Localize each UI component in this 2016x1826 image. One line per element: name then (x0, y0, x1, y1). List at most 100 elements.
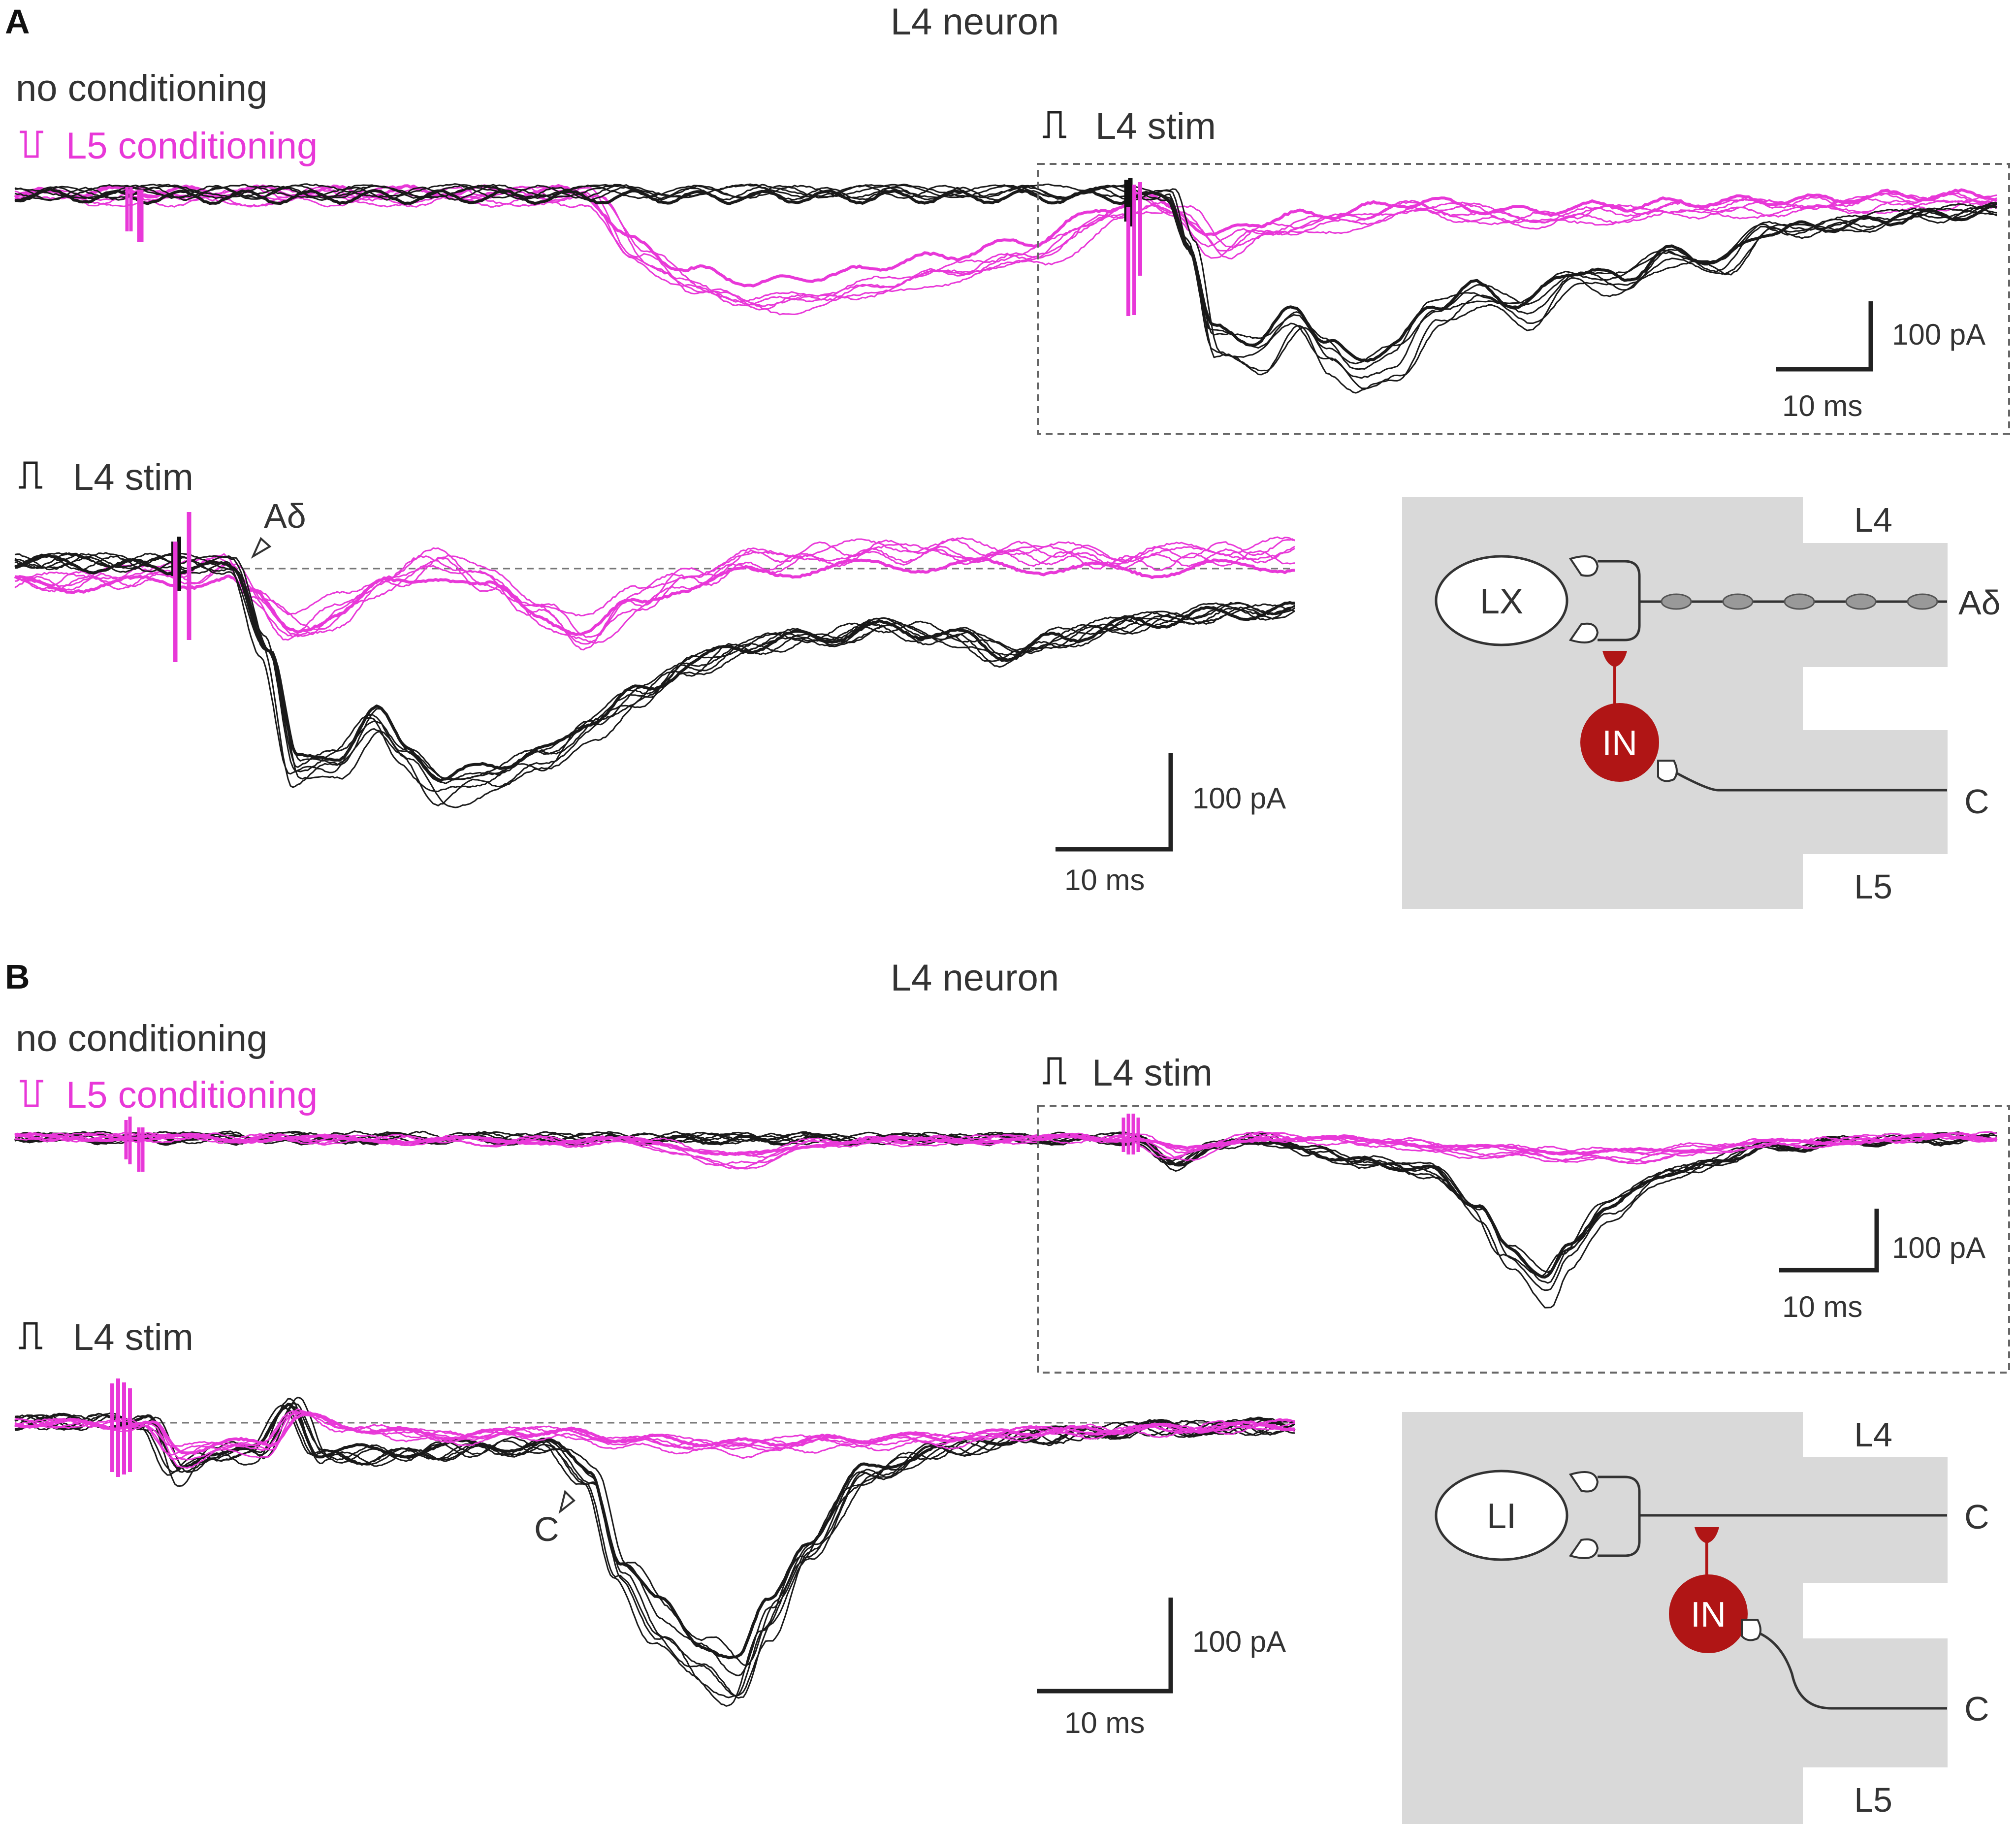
trace-line (14, 184, 1997, 365)
panel-a-synapse-icon (1568, 555, 1599, 577)
panel-b-stim-top-label: L4 stim (1092, 1052, 1213, 1094)
panel-a-top-l5-artifact (125, 187, 144, 242)
panel-a-zoom-box (1037, 163, 2010, 435)
panel-b-top-l5-artifact (124, 1117, 145, 1172)
panel-a-top-l4-artifact-conditioned (1126, 182, 1142, 316)
panel-a-c-fiber (1675, 771, 1947, 792)
trace-line (14, 187, 1998, 363)
panel-a-synapse-icon (1568, 622, 1599, 643)
panel-a-stim-bottom-label: L4 stim (73, 456, 193, 498)
panel-a-bottom-control-traces (14, 552, 1296, 808)
panel-b-zoom-box (1037, 1105, 2010, 1374)
panel-b-c-fiber (1759, 1632, 1947, 1710)
panel-b-top-control-traces (14, 1130, 1998, 1309)
trace-line (14, 553, 1295, 793)
panel-a-top-traces (14, 178, 1998, 394)
panel-a-title: L4 neuron (891, 1, 1059, 43)
panel-a-top-conditioned-traces (14, 184, 1998, 316)
marker-arrow-icon (558, 1490, 576, 1514)
panel-b-bottom-conditioned-traces (14, 1408, 1296, 1469)
panel-b-synapse-icon (1568, 1538, 1599, 1559)
panel-a: A L4 neuron no conditioning L5 condition… (5, 1, 2010, 909)
trace-line (14, 553, 1295, 806)
panel-a-neuron-label: LX (1480, 582, 1523, 621)
panel-a-fiber-top-label: Aδ (1958, 583, 2001, 622)
panel-a-layer-bottom-label: L5 (1854, 867, 1892, 906)
trace-line (14, 552, 1295, 781)
panel-b-legend-conditioned: L5 conditioning (20, 1074, 318, 1116)
panel-b-synapse-icon (1568, 1471, 1599, 1493)
conditioning-pulse-icon (20, 1081, 43, 1106)
panel-a-stim-bottom: L4 stim (19, 456, 193, 498)
panel-b-fiber-top-label: C (1964, 1498, 1989, 1536)
trace-line (14, 1132, 1997, 1309)
trace-line (14, 1130, 1997, 1284)
trace-line (14, 1411, 1295, 1461)
trace-line (14, 1132, 1997, 1157)
panel-a-bottom-conditioned-traces (14, 536, 1295, 651)
panel-a-bottom-traces (14, 512, 1296, 808)
panel-a-top-control-traces (14, 183, 1998, 394)
panel-b-bottom-scale-bar: 100 pA 10 ms (1037, 1598, 1286, 1739)
panel-b-top-scale-current: 100 pA (1892, 1231, 1985, 1264)
trace-line (14, 185, 1997, 307)
trace-line (14, 1408, 1295, 1469)
panel-a-myelin-sheath (1661, 593, 1938, 610)
panel-a-layer-top-label: L4 (1854, 501, 1892, 539)
panel-a-legend-conditioned-label: L5 conditioning (66, 125, 318, 167)
trace-line (14, 554, 1295, 782)
panel-b-letter: B (5, 958, 30, 996)
trace-line (14, 1411, 1295, 1456)
marker-arrow-icon (251, 537, 272, 559)
panel-a-letter: A (5, 2, 30, 41)
trace-line (14, 1398, 1295, 1698)
panel-a-fiber-bottom-label: C (1964, 782, 1989, 821)
trace-line (14, 552, 1296, 784)
panel-b-top-traces (14, 1114, 1998, 1309)
panel-a-synapse-icon (1657, 760, 1678, 782)
conditioning-pulse-icon (20, 132, 43, 157)
panel-b-bottom-control-traces (14, 1396, 1296, 1707)
panel-b-bottom-traces (14, 1378, 1296, 1707)
panel-a-projection-neuron (1435, 555, 1568, 646)
trace-line (14, 1403, 1295, 1676)
panel-b-bottom-scale-time: 10 ms (1064, 1706, 1145, 1739)
panel-b-top-scale-bar: 100 pA 10 ms (1779, 1209, 1985, 1323)
panel-a-marker: Aδ (251, 497, 306, 559)
panel-b-afferent-fiber (1598, 1475, 1947, 1557)
panel-b-stim-top: L4 stim (1043, 1052, 1213, 1094)
panel-b-legend-conditioned-label: L5 conditioning (66, 1074, 318, 1116)
trace-line (14, 553, 1295, 780)
panel-b-interneuron (1669, 1574, 1748, 1653)
trace-line (14, 186, 1997, 311)
trace-line (14, 1133, 1997, 1277)
panel-a-interneuron (1580, 703, 1659, 782)
panel-a-legend-control: no conditioning (16, 67, 267, 109)
stim-pulse-icon (1043, 112, 1066, 137)
panel-b-layer-top-label: L4 (1854, 1415, 1892, 1454)
trace-line (14, 538, 1295, 651)
panel-a-bottom-artifact-conditioned (173, 512, 192, 662)
panel-a-bottom-scale-current: 100 pA (1192, 782, 1286, 815)
panel-a-interneuron-label: IN (1602, 724, 1637, 763)
trace-line (14, 183, 1997, 389)
trace-line (14, 1132, 1998, 1279)
trace-line (14, 1133, 1997, 1170)
panel-b-top-l4-artifact (1121, 1114, 1140, 1154)
panel-b-neuron-label: LI (1487, 1497, 1516, 1536)
panel-a-stim-top: L4 stim (1043, 105, 1216, 147)
trace-line (14, 1132, 1997, 1291)
trace-line (14, 1404, 1295, 1707)
trace-line (14, 1406, 1295, 1699)
panel-b-marker: C (534, 1490, 576, 1548)
panel-b-interneuron-label: IN (1691, 1595, 1726, 1634)
panel-b-synapse-icon (1741, 1619, 1761, 1641)
stim-pulse-icon (19, 1323, 42, 1348)
panel-b: B L4 neuron no conditioning L5 condition… (5, 957, 2010, 1824)
panel-a-top-scale-bar: 100 pA 10 ms (1776, 301, 1985, 422)
panel-a-legend-conditioned: L5 conditioning (20, 125, 318, 167)
panel-b-legend-control: no conditioning (16, 1018, 267, 1059)
panel-a-bottom-scale-time: 10 ms (1064, 864, 1145, 897)
stim-pulse-icon (19, 463, 42, 487)
